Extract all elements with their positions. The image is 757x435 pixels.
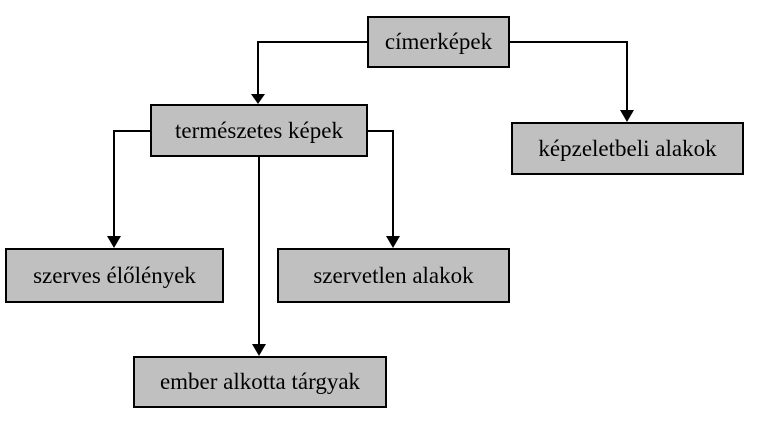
node-label: szerves élőlények: [33, 262, 196, 288]
edge-termeszetes-szerves: [107, 130, 150, 248]
node-label: címerképek: [384, 29, 493, 54]
node-label: szervetlen alakok: [313, 262, 474, 288]
edge-termeszetes-szervetlen: [368, 130, 400, 248]
arrowhead-icon: [107, 236, 121, 248]
arrowhead-icon: [251, 94, 265, 104]
edge-cimerkepek-kepzeletbeli: [510, 41, 634, 122]
edge-termeszetes-ember: [252, 157, 266, 356]
node-szerves-elolenyek: szerves élőlények: [5, 248, 224, 303]
node-termeszetes-kepek: természetes képek: [150, 104, 368, 157]
node-szervetlen-alakok: szervetlen alakok: [277, 248, 510, 303]
node-label: természetes képek: [175, 117, 343, 143]
arrowhead-icon: [620, 110, 634, 122]
node-label: ember alkotta tárgyak: [159, 369, 361, 394]
node-label: képzeletbeli alakok: [538, 135, 717, 161]
node-kepzeletbeli-alakok: képzeletbeli alakok: [511, 122, 744, 175]
arrowhead-icon: [252, 344, 266, 356]
node-ember-alkotta-targyak: ember alkotta tárgyak: [133, 356, 387, 408]
node-cimerkepek: címerképek: [367, 16, 510, 68]
edge-cimerkepek-termeszetes: [251, 41, 367, 104]
arrowhead-icon: [386, 236, 400, 248]
